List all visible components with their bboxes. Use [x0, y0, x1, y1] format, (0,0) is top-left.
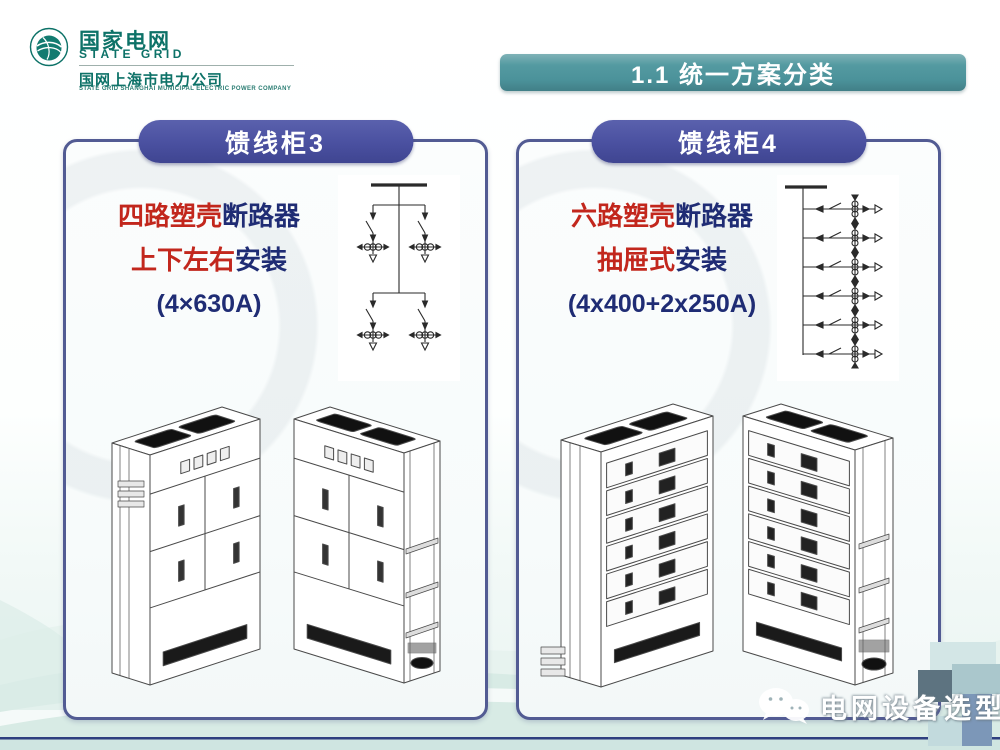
feeder-cabinet-4-title: 馈线柜4 [591, 120, 866, 163]
spec-line-2: 上下左右安装 [130, 245, 288, 275]
logo-name-cn: 国家电网 [79, 30, 171, 53]
watermark-label: 电网设备选型 [820, 693, 1000, 724]
feeder-cabinet-4-spec: 六路塑壳断路器 抽屉式安装 (4x400+2x250A) [537, 194, 787, 326]
wechat-icon [759, 688, 809, 724]
spec-rating: (4x400+2x250A) [567, 290, 757, 318]
state-grid-logo-icon [29, 27, 69, 67]
deco-square [952, 664, 1000, 694]
deco-square [918, 670, 952, 702]
logo-company-cn: 国网上海市电力公司 [79, 72, 224, 89]
single-line-diagram-4-circuit [338, 175, 460, 381]
spec-line-1: 四路塑壳断路器 [117, 201, 301, 231]
cabinet-3-isometric-drawings [88, 397, 468, 715]
spec-line-2: 抽屉式安装 [596, 245, 728, 275]
spec-rating: (4×630A) [156, 290, 262, 318]
logo-name-en: STATE GRID [79, 47, 185, 61]
single-line-diagram-6-circuit [777, 175, 899, 381]
deco-square [962, 694, 992, 746]
cabinet-4-isometric-drawings [533, 392, 931, 715]
logo-divider [79, 65, 294, 66]
deco-square [928, 716, 962, 746]
section-title-banner: 1.1 统一方案分类 [500, 54, 966, 91]
feeder-cabinet-3-title: 馈线柜3 [138, 120, 413, 163]
section-title: 1.1 统一方案分类 [630, 62, 836, 89]
watermark: 电网设备选型 [756, 685, 1000, 727]
feeder-cabinet-4-panel: 馈线柜4 六路塑壳断路器 抽屉式安装 (4x400+2x250A) [516, 120, 941, 720]
logo-company-en: STATE GRID SHANGHAI MUNICIPAL ELECTRIC P… [79, 86, 292, 92]
state-grid-logo: 国家电网 STATE GRID 国网上海市电力公司 STATE GRID SHA… [29, 24, 294, 94]
feeder-cabinet-3-spec: 四路塑壳断路器 上下左右安装 (4×630A) [84, 194, 334, 326]
spec-line-1: 六路塑壳断路器 [570, 201, 754, 231]
feeder-cabinet-3-panel: 馈线柜3 四路塑壳断路器 上下左右安装 (4×630A) [63, 120, 488, 720]
